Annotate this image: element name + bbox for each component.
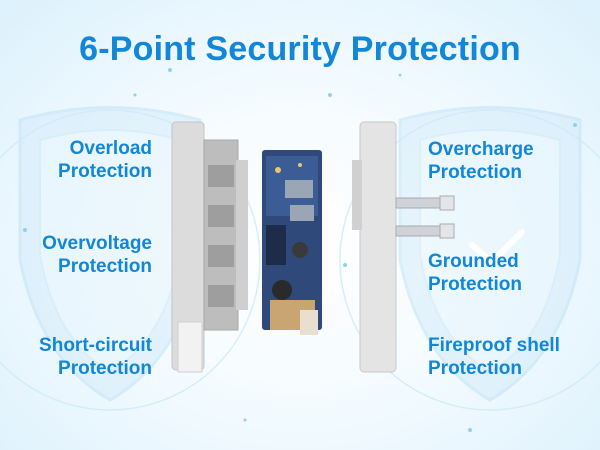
- feature-label: Grounded: [428, 251, 519, 272]
- shield-icon: [18, 106, 202, 402]
- feature-label: Protection: [58, 358, 152, 379]
- feature-label: Protection: [428, 358, 522, 379]
- feature-short-circuit-protection: Short-circuit Protection: [39, 334, 152, 380]
- left-housing-image: [171, 121, 248, 373]
- page-title: 6-Point Security Protection: [79, 30, 521, 68]
- checkmark-icon: [469, 229, 525, 265]
- circuit-board-image: [262, 150, 322, 335]
- feature-label: Protection: [428, 274, 522, 295]
- feature-label: Overcharge: [428, 139, 534, 160]
- feature-grounded-protection: Grounded Protection: [428, 250, 522, 296]
- right-housing-image: [352, 121, 455, 373]
- feature-label: Protection: [428, 162, 522, 183]
- feature-label: Short-circuit: [39, 335, 152, 356]
- feature-label: Protection: [58, 161, 152, 182]
- feature-label: Overvoltage: [42, 233, 152, 254]
- feature-overcharge-protection: Overcharge Protection: [428, 138, 534, 184]
- feature-label: Overload: [69, 138, 152, 159]
- shield-icon: [398, 106, 582, 402]
- feature-label: Protection: [58, 256, 152, 277]
- feature-label: Fireproof shell: [428, 335, 560, 356]
- feature-overvoltage-protection: Overvoltage Protection: [42, 232, 152, 278]
- feature-fireproof-shell-protection: Fireproof shell Protection: [428, 334, 560, 380]
- feature-overload-protection: Overload Protection: [58, 137, 152, 183]
